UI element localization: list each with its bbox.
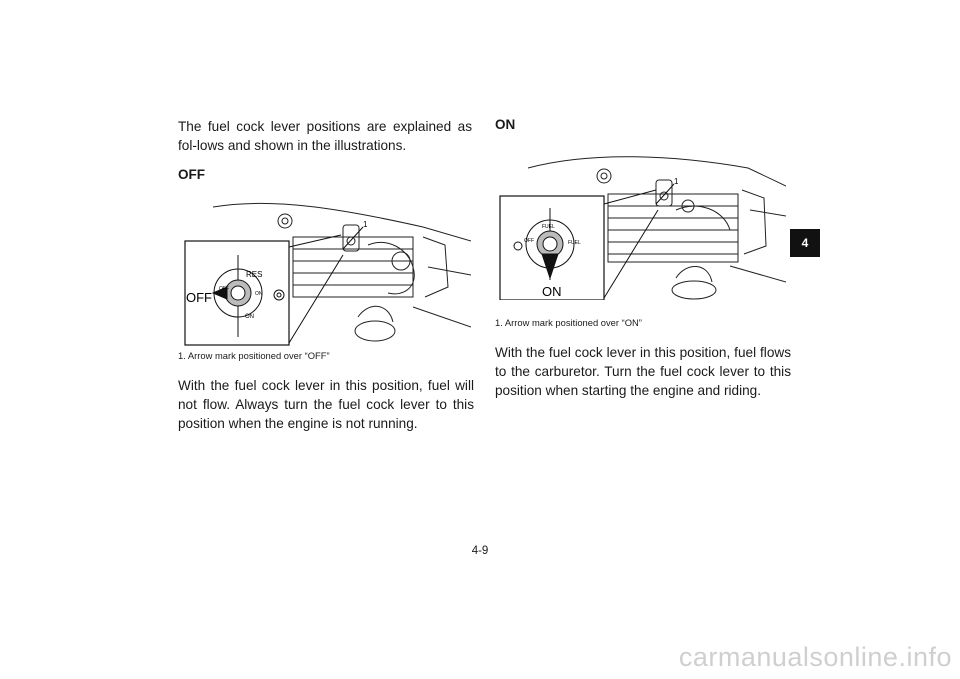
off-description: With the fuel cock lever in this positio… — [178, 378, 474, 431]
on-dial-top-label: FUEL — [542, 224, 555, 230]
on-description: With the fuel cock lever in this positio… — [495, 345, 791, 398]
chapter-tab: 4 — [790, 229, 820, 257]
off-illustration: 1 RES OFF ON ON OFF — [183, 197, 471, 347]
on-engine-drawing: 1 OFF FUEL FUEL ON — [499, 156, 786, 300]
off-caption: 1. Arrow mark positioned over “OFF” — [178, 350, 330, 361]
on-big-label: ON — [542, 284, 562, 299]
on-dial-right-label: FUEL — [568, 240, 581, 246]
off-dial-top-label: RES — [246, 270, 262, 279]
intro-paragraph: The fuel cock lever positions are explai… — [178, 119, 472, 153]
off-big-label: OFF — [186, 290, 212, 305]
on-caption: 1. Arrow mark positioned over “ON” — [495, 317, 642, 328]
on-dial-left-label: OFF — [524, 238, 534, 244]
off-engine-drawing: 1 RES OFF ON ON OFF — [184, 202, 471, 346]
off-callout-number: 1 — [363, 220, 368, 229]
off-dial-right-label: ON — [255, 291, 263, 297]
off-heading: OFF — [178, 167, 205, 182]
off-dial-left-label: OFF — [219, 286, 229, 292]
watermark: carmanualsonline.info — [678, 642, 952, 672]
page-number: 4-9 — [471, 545, 489, 557]
off-dial-bottom-label: ON — [245, 314, 254, 320]
on-callout-number: 1 — [674, 177, 679, 186]
on-heading: ON — [495, 117, 516, 132]
on-illustration: 1 OFF FUEL FUEL ON — [498, 150, 786, 300]
